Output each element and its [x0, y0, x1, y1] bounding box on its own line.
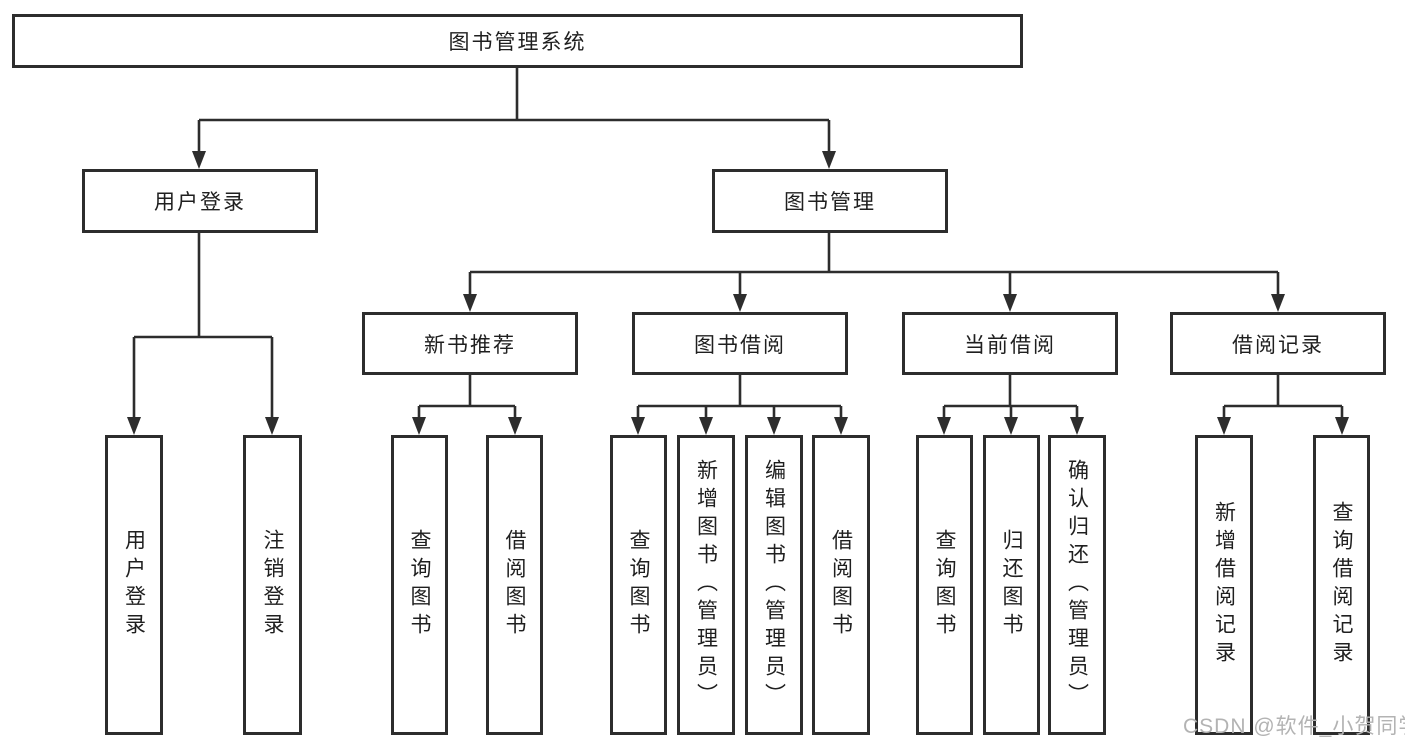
leaf-add-borrow-record-label: 新增借阅记录	[1212, 501, 1236, 669]
leaf-current-query-book-label: 查询图书	[933, 529, 956, 641]
connector-line	[636, 375, 843, 419]
leaf-return-book: 归还图书	[983, 435, 1040, 735]
leaf-borrow-query-book: 查询图书	[610, 435, 667, 735]
node-book-borrow-label: 图书借阅	[694, 333, 786, 357]
arrowhead-icon	[767, 417, 781, 435]
leaf-confirm-return-admin: 确认归还（管理员）	[1048, 435, 1106, 735]
connector-line	[132, 233, 274, 419]
node-user-login-label: 用户登录	[154, 191, 246, 214]
arrowhead-icon	[1003, 294, 1017, 312]
connector-newbookrec-to-leaves	[412, 375, 522, 435]
arrowhead-icon	[265, 417, 279, 435]
leaf-return-book-label: 归还图书	[1000, 529, 1023, 641]
leaf-logout: 注销登录	[243, 435, 302, 735]
leaf-recommend-borrow-book-label: 借阅图书	[503, 529, 526, 641]
arrowhead-icon	[631, 417, 645, 435]
leaf-user-login: 用户登录	[105, 435, 163, 735]
arrowhead-icon	[1335, 417, 1349, 435]
connector-root-to-level2	[192, 68, 836, 169]
node-root: 图书管理系统	[12, 14, 1023, 68]
leaf-edit-book-admin: 编辑图书（管理员）	[745, 435, 803, 735]
arrowhead-icon	[937, 417, 951, 435]
connector-currentborrow-to-leaves	[937, 375, 1084, 435]
leaf-recommend-query-book-label: 查询图书	[408, 529, 431, 641]
arrowhead-icon	[1070, 417, 1084, 435]
arrowhead-icon	[1217, 417, 1231, 435]
node-book-management: 图书管理	[712, 169, 948, 233]
leaf-borrow-query-book-label: 查询图书	[627, 529, 650, 641]
arrowhead-icon	[1004, 417, 1018, 435]
node-current-borrow: 当前借阅	[902, 312, 1118, 375]
leaf-borrow-book: 借阅图书	[812, 435, 870, 735]
node-current-borrow-label: 当前借阅	[964, 333, 1056, 357]
connector-line	[197, 68, 831, 153]
connector-line	[468, 233, 1280, 296]
node-book-borrow: 图书借阅	[632, 312, 848, 375]
arrowhead-icon	[127, 417, 141, 435]
connector-line	[417, 375, 517, 419]
leaf-recommend-query-book: 查询图书	[391, 435, 448, 735]
arrowhead-icon	[834, 417, 848, 435]
node-borrow-record: 借阅记录	[1170, 312, 1386, 375]
connector-borrowrecord-to-leaves	[1217, 375, 1349, 435]
node-book-management-label: 图书管理	[784, 191, 876, 214]
arrowhead-icon	[733, 294, 747, 312]
leaf-borrow-book-label: 借阅图书	[829, 529, 853, 641]
node-root-label: 图书管理系统	[448, 31, 587, 54]
arrowhead-icon	[508, 417, 522, 435]
leaf-query-borrow-record: 查询借阅记录	[1313, 435, 1370, 735]
leaf-recommend-borrow-book: 借阅图书	[486, 435, 543, 735]
leaf-add-book-admin: 新增图书（管理员）	[677, 435, 735, 735]
leaf-current-query-book: 查询图书	[916, 435, 973, 735]
arrowhead-icon	[1271, 294, 1285, 312]
leaf-add-borrow-record: 新增借阅记录	[1195, 435, 1253, 735]
leaf-edit-book-admin-label: 编辑图书（管理员）	[762, 459, 786, 711]
node-new-book-recommend-label: 新书推荐	[424, 333, 516, 357]
leaf-user-login-label: 用户登录	[122, 529, 146, 641]
node-borrow-record-label: 借阅记录	[1232, 333, 1324, 357]
arrowhead-icon	[822, 151, 836, 169]
node-new-book-recommend: 新书推荐	[362, 312, 578, 375]
arrowhead-icon	[192, 151, 206, 169]
leaf-query-borrow-record-label: 查询借阅记录	[1330, 501, 1353, 669]
connector-bookmgmt-to-level3	[463, 233, 1285, 312]
connector-bookborrow-to-leaves	[631, 375, 848, 435]
leaf-confirm-return-admin-label: 确认归还（管理员）	[1065, 459, 1089, 711]
leaf-logout-label: 注销登录	[261, 529, 284, 641]
arrowhead-icon	[412, 417, 426, 435]
connector-userlogin-to-leaves	[127, 233, 279, 435]
arrowhead-icon	[699, 417, 713, 435]
arrowhead-icon	[463, 294, 477, 312]
csdn-watermark: CSDN @软件_小贺同学	[1183, 715, 1405, 738]
connector-line	[1222, 375, 1344, 419]
node-user-login: 用户登录	[82, 169, 318, 233]
connector-line	[942, 375, 1079, 419]
leaf-add-book-admin-label: 新增图书（管理员）	[694, 459, 718, 711]
